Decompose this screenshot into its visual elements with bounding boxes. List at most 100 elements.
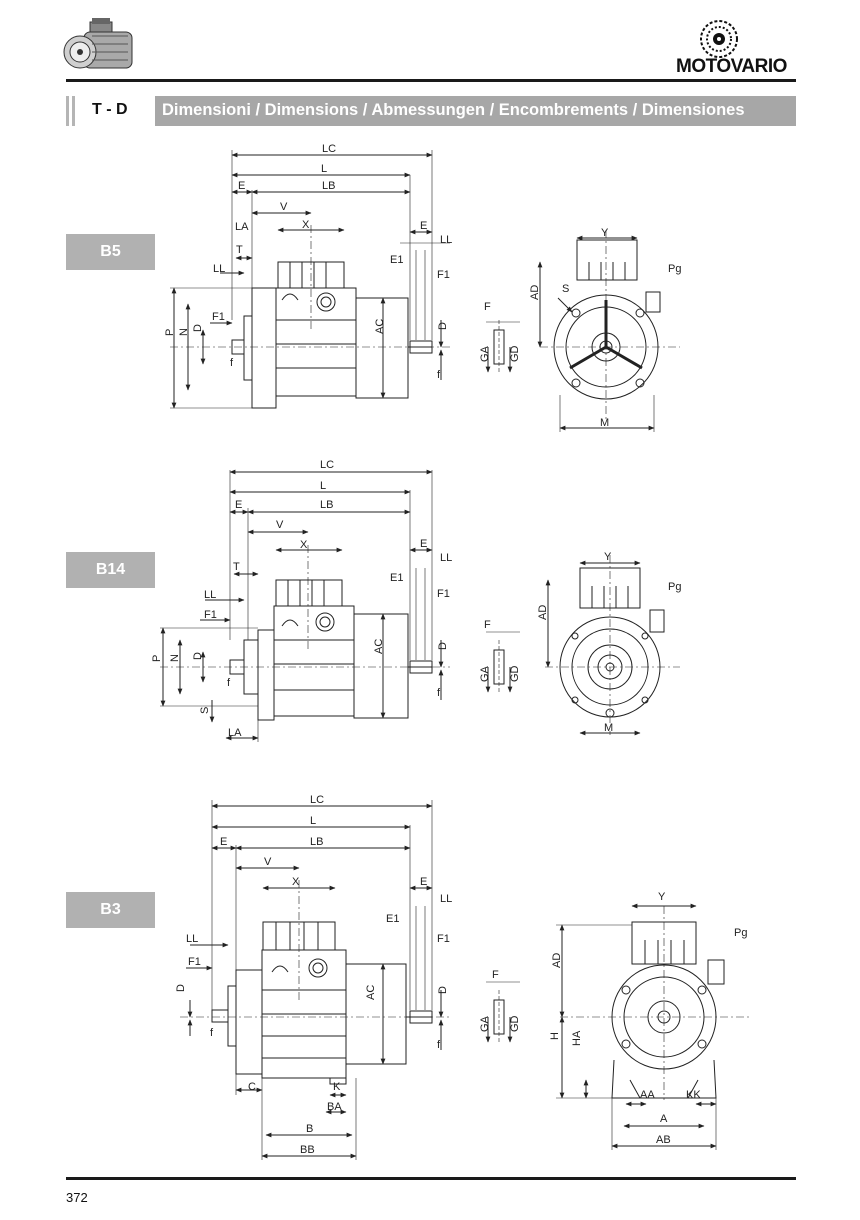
dim-label: Pg [668, 581, 681, 593]
dim-label: D [437, 642, 449, 650]
dim-label: Y [601, 227, 609, 239]
dim-label: D [175, 984, 187, 992]
b3-side-view [180, 800, 450, 1160]
dim-label: E1 [386, 913, 399, 925]
dim-label: F [484, 619, 491, 631]
dim-label: BB [300, 1144, 315, 1156]
dim-label: F [484, 301, 491, 313]
dim-label: f [227, 677, 231, 689]
dim-label: F [492, 969, 499, 981]
dim-label: X [300, 539, 308, 551]
dim-label: T [233, 561, 240, 573]
series-code-box [66, 96, 146, 126]
dim-label: L [310, 815, 316, 827]
dim-label: D [437, 986, 449, 994]
dim-label: LA [235, 221, 249, 233]
title-stripe [151, 96, 155, 126]
dim-label: V [264, 856, 272, 868]
dim-label: LC [310, 794, 324, 806]
b5-front-view [485, 230, 680, 432]
dim-label: LC [322, 143, 336, 155]
dim-label: P [151, 655, 163, 662]
mounting-label-b5: B5 [66, 234, 155, 270]
dim-label: GD [509, 665, 521, 682]
dim-label: KK [686, 1089, 701, 1101]
dim-label: S [562, 283, 569, 295]
dim-label: X [302, 219, 310, 231]
dim-label: V [280, 201, 288, 213]
dim-label: B [306, 1123, 313, 1135]
dim-label: BA [327, 1101, 342, 1113]
b5-side-view [170, 150, 450, 409]
dim-label: LL [440, 552, 452, 564]
dim-label: E [220, 836, 227, 848]
dim-label: LA [228, 727, 242, 739]
mounting-label-b3: B3 [66, 892, 155, 928]
dim-label: H [549, 1032, 561, 1040]
stripe [66, 96, 69, 126]
dim-label: AC [373, 639, 385, 654]
dim-label: D [192, 652, 204, 660]
dim-label: Y [604, 551, 612, 563]
dim-label: P [164, 329, 176, 336]
dim-label: AD [551, 953, 563, 968]
mounting-label-b14: B14 [66, 552, 155, 588]
series-code: T - D [92, 101, 128, 118]
dim-label: GA [479, 665, 491, 682]
dim-label: E [238, 180, 245, 192]
dim-label: AC [365, 985, 377, 1000]
dim-label: S [199, 707, 211, 714]
dim-label: F1 [437, 933, 450, 945]
page-number: 372 [66, 1190, 88, 1205]
dim-label: A [660, 1113, 668, 1125]
dim-label: E [235, 499, 242, 511]
dim-label: F1 [204, 609, 217, 621]
bottom-rule [66, 1177, 796, 1180]
dim-label: V [276, 519, 284, 531]
dim-label: LB [322, 180, 335, 192]
dim-label: LL [213, 263, 225, 275]
dim-label: L [321, 163, 327, 175]
dim-label: M [604, 722, 613, 734]
dim-label: LB [310, 836, 323, 848]
dim-label: N [178, 328, 190, 336]
dim-label: LL [204, 589, 216, 601]
dim-label: AD [537, 605, 549, 620]
dim-label: L [320, 480, 326, 492]
dim-label: N [169, 654, 181, 662]
dim-label: Pg [734, 927, 747, 939]
dim-label: E [420, 876, 427, 888]
dim-label: C [248, 1081, 256, 1093]
dim-label: Y [658, 891, 666, 903]
dim-label: F1 [188, 956, 201, 968]
dim-label: F1 [437, 269, 450, 281]
dim-label: D [192, 324, 204, 332]
dim-label: F1 [212, 311, 225, 323]
dim-label: GD [509, 1015, 521, 1032]
b14-side-view [160, 469, 450, 742]
dim-label: GD [509, 345, 521, 362]
page-title: Dimensioni / Dimensions / Abmessungen / … [162, 101, 745, 119]
b3-front-view [485, 903, 750, 1150]
dim-label: K [333, 1081, 341, 1093]
dim-label: AD [529, 285, 541, 300]
dim-label: E1 [390, 254, 403, 266]
stripe [72, 96, 75, 126]
dim-label: AA [640, 1089, 655, 1101]
dim-label: E1 [390, 572, 403, 584]
dim-label: f [210, 1027, 214, 1039]
dim-label: D [437, 322, 449, 330]
dim-label: X [292, 876, 300, 888]
dim-label: GA [479, 345, 491, 362]
dim-label: HA [571, 1030, 583, 1046]
dim-label: E [420, 220, 427, 232]
dim-label: f [437, 369, 441, 381]
dim-label: M [600, 417, 609, 429]
dim-label: f [437, 687, 441, 699]
dim-label: LB [320, 499, 333, 511]
dim-label: LC [320, 459, 334, 471]
dim-label: LL [186, 933, 198, 945]
dim-label: E [420, 538, 427, 550]
dim-label: AB [656, 1134, 671, 1146]
dim-label: f [437, 1039, 441, 1051]
